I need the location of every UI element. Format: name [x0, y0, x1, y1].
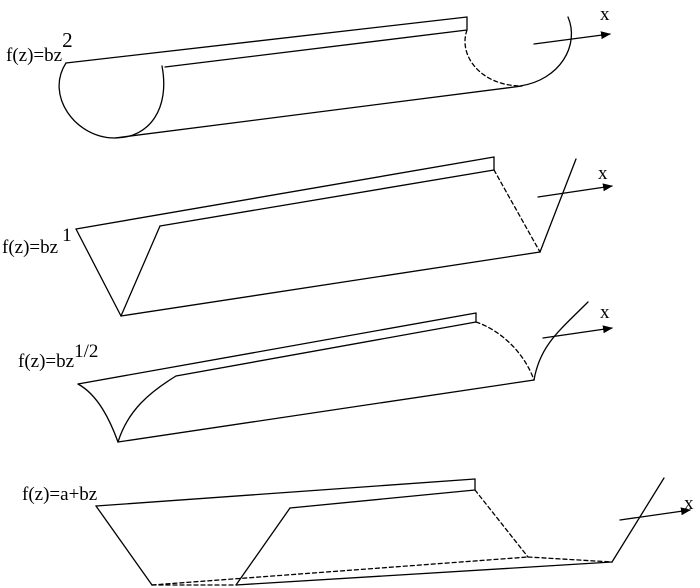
x-axis-arrow-1 [533, 31, 611, 45]
cusp-bottom-edge [117, 379, 535, 443]
trap-bottom-left-hidden [151, 556, 529, 586]
v-top-edge [75, 156, 495, 230]
trough-back-profile [519, 16, 573, 87]
v-back-left-hidden [493, 169, 541, 253]
label-quadratic: f(z)=bz2 [6, 28, 73, 66]
trap-inner-edge [289, 489, 476, 509]
v-front-left [75, 228, 122, 317]
cusp-front-left [77, 383, 119, 443]
trap-bottom-right-edge [235, 561, 613, 586]
x-axis-arrow-4 [619, 507, 691, 521]
v-bottom-edge [120, 251, 541, 317]
trough-bottom-edge [114, 85, 523, 139]
cusp-front-right [117, 375, 177, 443]
label-sqrt: f(z)=bz1/2 [18, 341, 99, 372]
trap-back-left-hidden [474, 489, 529, 558]
label-linear: f(z)=bz1 [2, 225, 72, 258]
panel-affine-shape [95, 477, 691, 586]
trough-inner-edge [164, 29, 468, 68]
panel-sqrt-shape [77, 301, 613, 443]
v-inner-edge [159, 169, 495, 227]
x-axis-arrow-3 [542, 325, 613, 339]
axis-label-linear: x [598, 163, 608, 184]
trough-front-profile [58, 62, 165, 139]
trap-front-right [235, 507, 291, 586]
panel-linear-shape [75, 156, 613, 317]
axis-label-affine: x [684, 493, 694, 514]
trough-top-edge [65, 16, 468, 64]
trap-top-edge [95, 478, 476, 507]
trough-back-profile-hidden [464, 29, 521, 87]
trap-back-bottom-hidden [527, 556, 613, 563]
label-affine: f(z)=a+bz [22, 484, 98, 505]
trap-back-right [611, 477, 665, 563]
x-axis-arrow-2 [537, 183, 613, 198]
cusp-top-edge [77, 312, 477, 385]
trap-front-left [95, 505, 153, 586]
cusp-back-left-hidden [475, 321, 535, 381]
axis-label-quadratic: x [600, 4, 610, 25]
cusp-back-right [533, 301, 589, 381]
v-back-right [539, 158, 577, 253]
axis-label-sqrt: x [600, 302, 610, 323]
v-front-right [120, 225, 161, 317]
trap-top-rim-hidden [475, 478, 664, 479]
panel-quadratic-shape [58, 16, 611, 139]
cusp-inner-edge [175, 321, 477, 377]
